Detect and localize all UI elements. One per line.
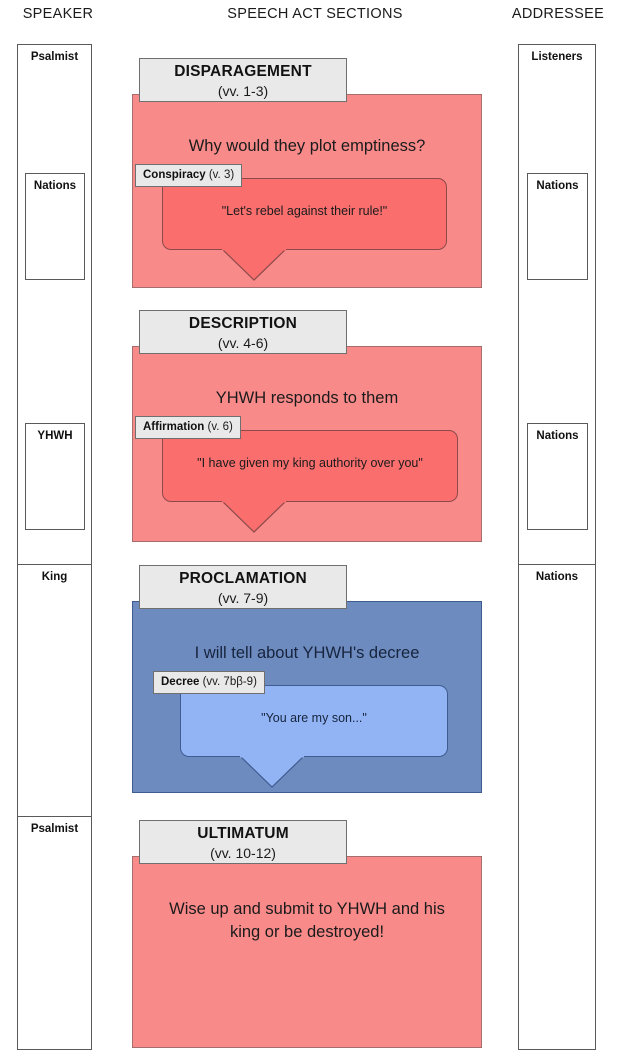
bubble-label-name: Affirmation [143,421,205,433]
speaker-column: Psalmist Nations YHWH King Psalmist [17,44,92,1050]
addressee-column-header: ADDRESSEE [511,6,605,22]
section-proclamation-title-verses: (vv. 7-9) [217,590,269,606]
bubble-label-name: Conspiracy [143,169,206,181]
addressee-box-nations-3[interactable]: Nations [518,564,596,1050]
section-proclamation-summary: I will tell about YHWH's decree [194,644,420,662]
bubble-tail-icon [221,249,287,281]
bubble-label-verses: (v. 3) [205,169,235,181]
speaker-box-nations[interactable]: Nations [25,173,85,280]
section-ultimatum-summary: Wise up and submit to YHWH and his king … [169,900,445,941]
bubble-tail-icon [239,756,305,788]
speaker-column-header: SPEAKER [22,6,94,22]
speaker-box-yhwh-label: YHWH [37,430,73,442]
section-ultimatum-title-text: ULTIMATUM [197,825,289,842]
bubble-text: "I have given my king authority over you… [197,456,423,470]
addressee-box-nations-2[interactable]: Nations [527,423,588,530]
section-ultimatum: ULTIMATUM (vv. 10-12) Wise up and submit… [132,820,482,1048]
speaker-box-king[interactable]: King [17,564,92,817]
bubble-label-verses: (v. 6) [204,421,233,433]
section-disparagement-title-verses: (vv. 1-3) [217,83,269,99]
addressee-column: Listeners Nations Nations Nations [518,44,596,1050]
section-proclamation-title-text: PROCLAMATION [179,570,307,587]
section-ultimatum-body [132,856,482,1048]
bubble-tail-icon [221,501,287,533]
section-disparagement-summary: Why would they plot emptiness? [188,137,426,155]
speaker-box-nations-label: Nations [33,180,77,192]
speaker-box-yhwh[interactable]: YHWH [25,423,85,530]
speaker-box-king-label: King [41,571,68,583]
section-description-title-verses: (vv. 4-6) [217,335,269,351]
section-description-title-text: DESCRIPTION [188,315,298,332]
addressee-box-nations-2-label: Nations [536,430,579,442]
section-proclamation: PROCLAMATION (vv. 7-9) I will tell about… [132,565,482,793]
section-description: DESCRIPTION (vv. 4-6) YHWH responds to t… [132,310,482,542]
speaker-outer-label: Psalmist [30,51,79,63]
bubble-label[interactable]: Conspiracy (v. 3) [135,164,243,187]
sections-column-header: SPEECH ACT SECTIONS [227,6,403,22]
addressee-box-nations-3-label: Nations [535,571,579,583]
bubble-label[interactable]: Affirmation (v. 6) [135,416,241,439]
bubble-label-verses: (vv. 7bβ-9) [199,676,257,688]
addressee-box-nations-1-label: Nations [536,180,579,192]
section-disparagement-title[interactable]: DISPARAGEMENT (vv. 1-3) [139,58,347,102]
speaker-box-psalmist-lower[interactable]: Psalmist [17,816,92,1050]
section-description-summary: YHWH responds to them [215,389,399,407]
section-description-title[interactable]: DESCRIPTION (vv. 4-6) [139,310,347,354]
section-disparagement-title-text: DISPARAGEMENT [174,63,312,80]
bubble-shape [180,685,448,757]
bubble-label-name: Decree [161,676,200,688]
speaker-box-psalmist-lower-label: Psalmist [30,823,79,835]
bubble-text: "Let's rebel against their rule!" [221,204,388,218]
bubble-label[interactable]: Decree (vv. 7bβ-9) [153,671,265,694]
bubble-shape [162,430,458,502]
bubble-text: "You are my son..." [261,711,367,725]
section-disparagement: DISPARAGEMENT (vv. 1-3) Why would they p… [132,58,482,288]
addressee-outer-label: Listeners [531,51,583,63]
section-ultimatum-title[interactable]: ULTIMATUM (vv. 10-12) [139,820,347,864]
bubble-shape [162,178,447,250]
section-ultimatum-title-verses: (vv. 10-12) [210,845,276,861]
addressee-box-nations-1[interactable]: Nations [527,173,588,280]
section-proclamation-title[interactable]: PROCLAMATION (vv. 7-9) [139,565,347,609]
